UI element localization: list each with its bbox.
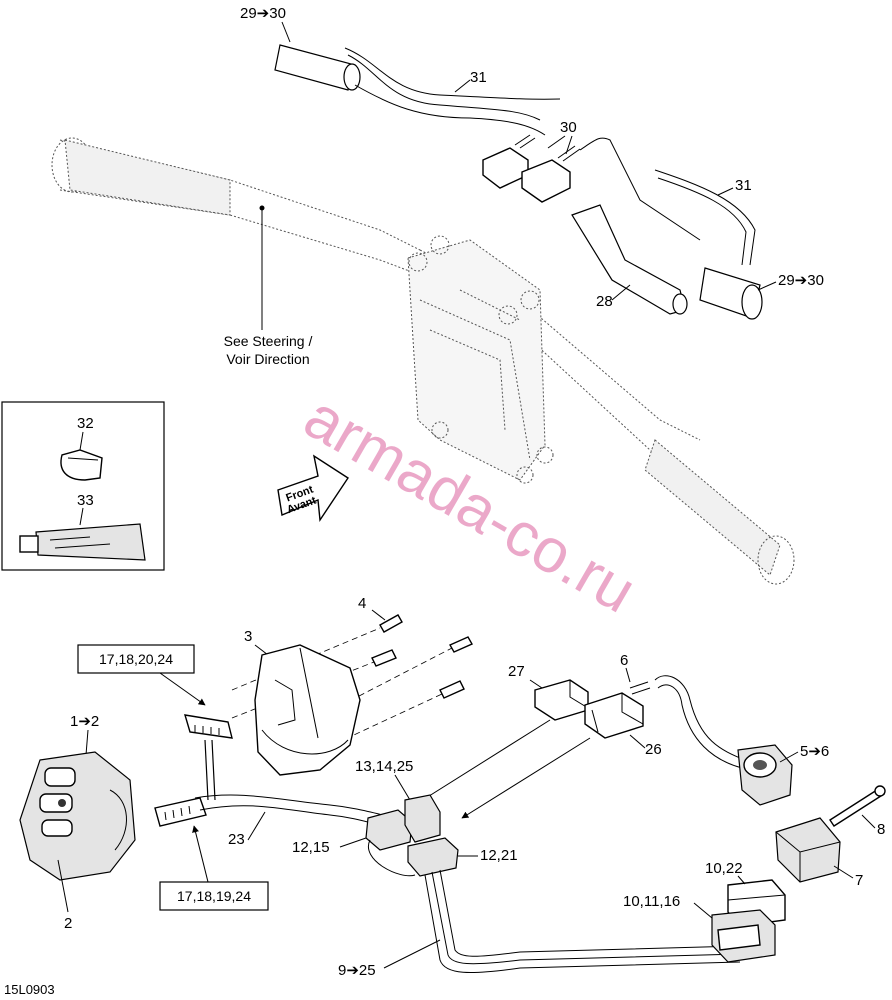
harness-9	[424, 869, 741, 974]
front-direction-arrow: Front Avant	[277, 454, 349, 523]
callout-1-2: 1➔2	[70, 713, 99, 730]
callout-29-30-right: 29➔30	[778, 272, 824, 289]
box-label-top: 17,18,20,24	[99, 651, 173, 667]
callout-29-30-top: 29➔30	[240, 5, 286, 22]
callout-10-22: 10,22	[705, 860, 743, 877]
callout-9-25: 9➔25	[338, 962, 376, 979]
callout-31-top: 31	[470, 69, 487, 86]
knob-7	[775, 817, 841, 883]
callout-28: 28	[596, 293, 613, 310]
callout-10-11-16: 10,11,16	[623, 893, 680, 910]
harness-connectors	[365, 794, 459, 877]
note-line-1: See Steering /	[224, 333, 313, 349]
tube-33	[19, 523, 146, 561]
note-line-2: Voir Direction	[226, 351, 309, 367]
callout-31-right: 31	[735, 177, 752, 194]
switch-5	[737, 744, 793, 806]
pins-6	[629, 675, 746, 769]
grip-element-right	[654, 169, 763, 320]
callout-13-14-25: 13,14,25	[355, 758, 413, 775]
callout-6: 6	[620, 652, 628, 669]
callout-33: 33	[77, 492, 94, 509]
box-parts-top	[77, 644, 195, 674]
connector-block-top	[184, 714, 233, 739]
switch-module-1	[19, 751, 136, 881]
callout-12-21: 12,21	[480, 847, 518, 864]
callout-12-15: 12,15	[292, 839, 330, 856]
housing-cover-3	[254, 644, 361, 776]
pin-8	[829, 785, 886, 827]
callout-5-6: 5➔6	[800, 743, 829, 760]
grip-element-top	[274, 44, 561, 136]
clamp-32	[60, 449, 103, 481]
callout-26: 26	[645, 741, 662, 758]
callout-4: 4	[358, 595, 366, 612]
callout-23: 23	[228, 831, 245, 848]
connector-26	[584, 692, 644, 739]
callout-27: 27	[508, 663, 525, 680]
callout-8: 8	[877, 821, 885, 838]
handlebar-ghost	[51, 137, 795, 585]
callout-32: 32	[77, 415, 94, 432]
callout-2: 2	[64, 915, 72, 932]
illustration-code: 15L0903	[4, 982, 55, 997]
connector-block-bottom	[154, 797, 207, 827]
box-label-bottom: 17,18,19,24	[177, 888, 251, 904]
connector-27	[534, 679, 589, 721]
box-parts-bottom	[159, 881, 269, 911]
screws-4	[371, 614, 473, 699]
callout-30: 30	[560, 119, 577, 136]
tube-28	[571, 204, 688, 315]
steering-point	[259, 205, 265, 211]
connector-30	[482, 134, 701, 241]
callout-7: 7	[855, 872, 863, 889]
connector-10-11-16	[711, 909, 776, 963]
callout-3: 3	[244, 628, 252, 645]
